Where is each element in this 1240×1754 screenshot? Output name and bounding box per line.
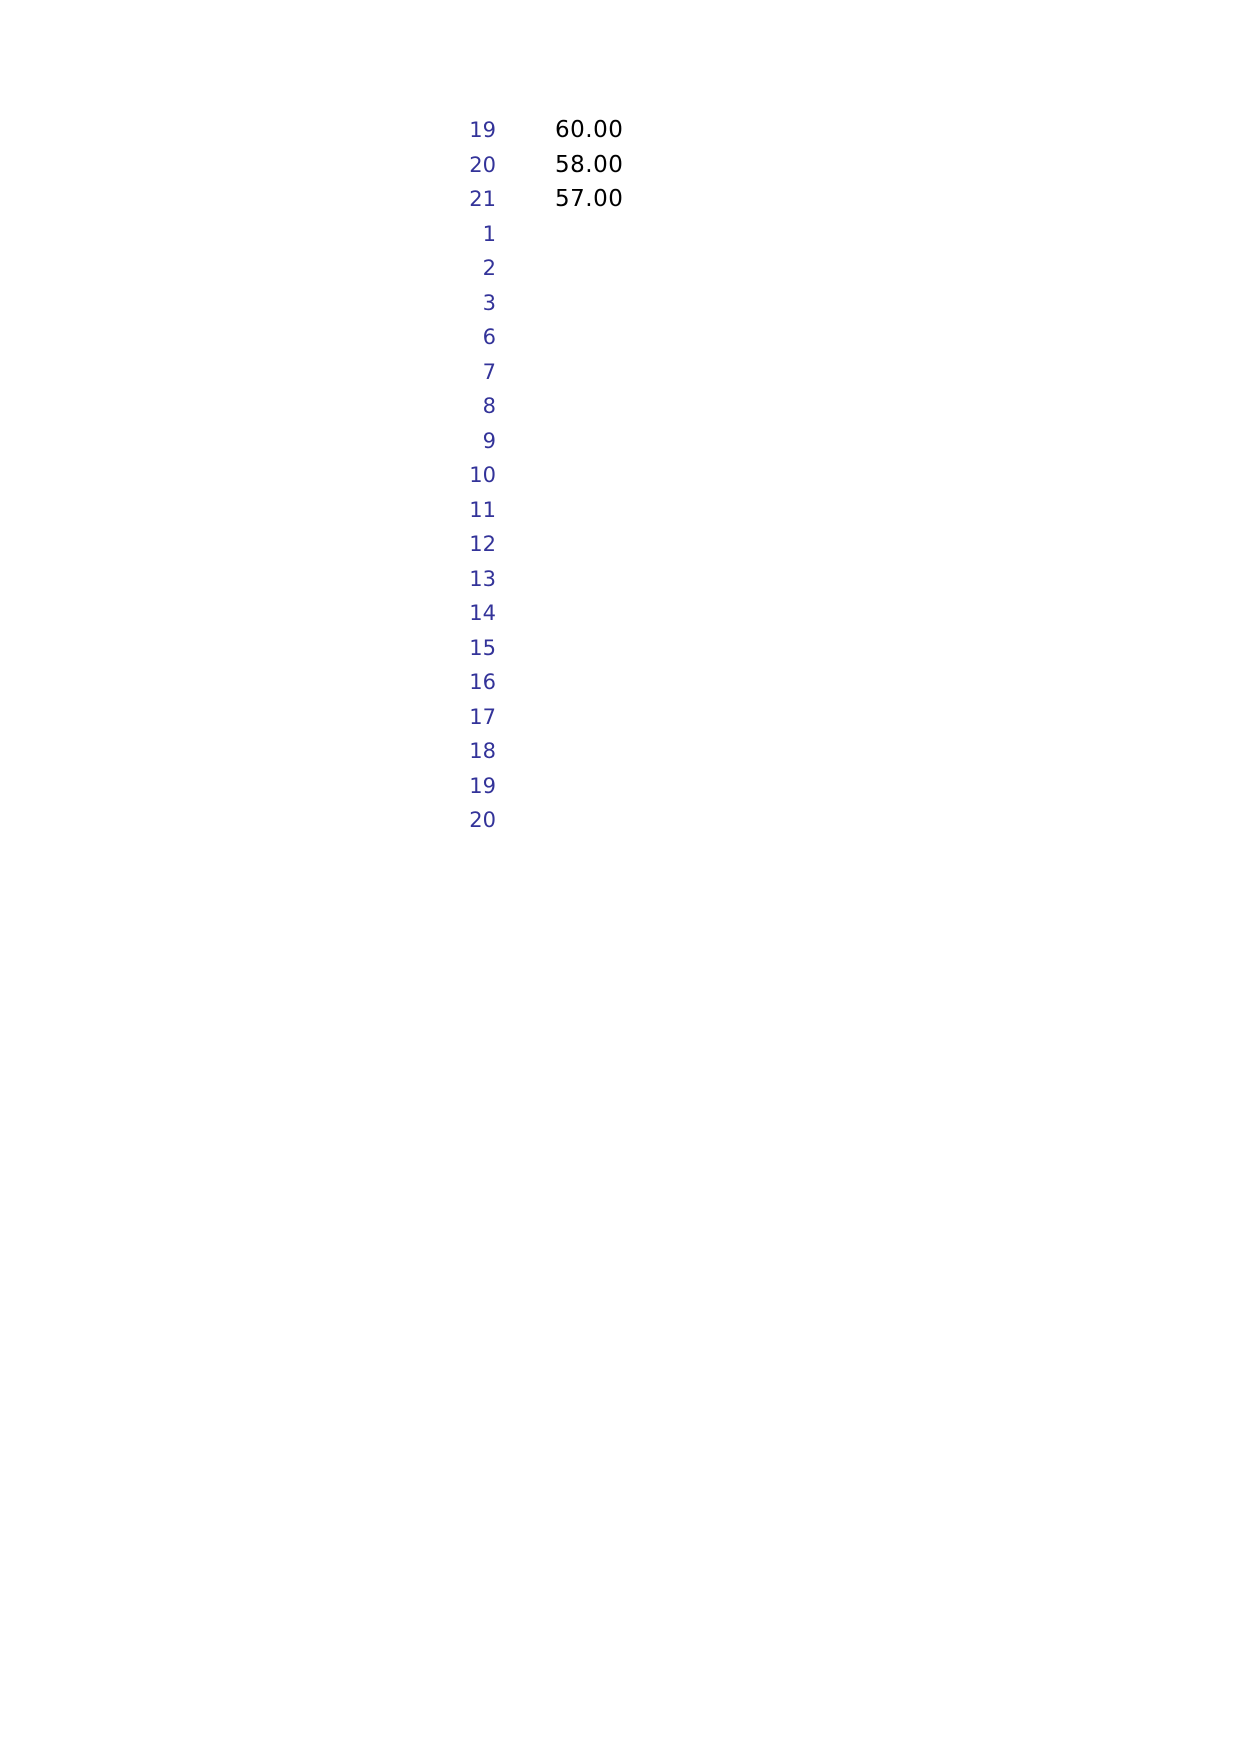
table-row: 19 xyxy=(0,769,700,804)
table-row: 10 xyxy=(0,458,700,493)
table-row: 11 xyxy=(0,493,700,528)
table-row: 12 xyxy=(0,527,700,562)
table-row: 20 xyxy=(0,803,700,838)
row-number: 11 xyxy=(469,497,496,522)
row-number: 17 xyxy=(469,704,496,729)
table-row: 17 xyxy=(0,700,700,735)
table-row: 14 xyxy=(0,596,700,631)
row-number: 6 xyxy=(482,325,496,349)
table-row: 19 60.00 xyxy=(0,113,700,148)
row-number: 14 xyxy=(469,601,496,625)
row-value: 57.00 xyxy=(555,186,624,212)
row-number: 13 xyxy=(469,566,496,591)
table-row: 3 xyxy=(0,286,700,321)
row-number: 8 xyxy=(482,394,496,418)
row-number: 16 xyxy=(469,670,496,694)
row-value: 58.00 xyxy=(555,151,624,178)
row-number: 18 xyxy=(469,739,496,763)
table-row: 8 xyxy=(0,389,700,424)
row-number: 12 xyxy=(469,532,496,556)
row-number: 15 xyxy=(469,635,496,660)
row-number: 21 xyxy=(469,187,496,211)
row-number: 1 xyxy=(482,221,496,246)
row-number: 7 xyxy=(482,359,496,384)
row-number: 2 xyxy=(482,256,496,280)
row-number: 10 xyxy=(469,463,496,487)
row-number: 20 xyxy=(469,152,496,177)
row-number: 19 xyxy=(469,773,496,798)
row-number: 19 xyxy=(469,118,496,142)
table-row: 16 xyxy=(0,665,700,700)
table-row: 21 57.00 xyxy=(0,182,700,217)
row-number: 9 xyxy=(482,428,496,453)
table-row: 15 xyxy=(0,631,700,666)
table-row: 6 xyxy=(0,320,700,355)
table-row: 7 xyxy=(0,355,700,390)
table-row: 13 xyxy=(0,562,700,597)
table-row: 2 xyxy=(0,251,700,286)
row-number: 3 xyxy=(482,290,496,315)
table-row: 18 xyxy=(0,734,700,769)
row-number: 20 xyxy=(469,808,496,832)
table-row: 1 xyxy=(0,217,700,252)
table-row: 9 xyxy=(0,424,700,459)
table-row: 20 58.00 xyxy=(0,148,700,183)
row-value: 60.00 xyxy=(555,117,624,143)
